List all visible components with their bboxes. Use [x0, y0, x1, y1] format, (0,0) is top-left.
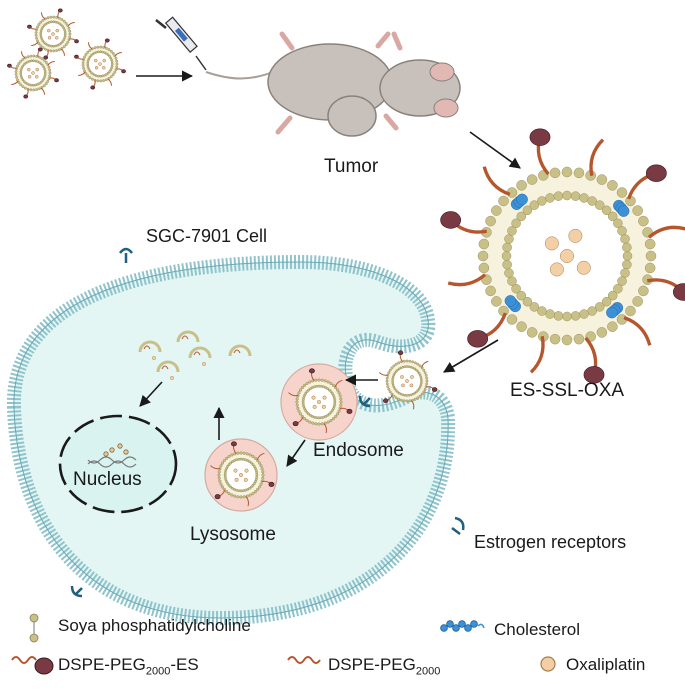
- legend-soya: Soya phosphatidylcholine: [58, 616, 251, 635]
- mouse-icon: [205, 31, 461, 137]
- label-receptors: Estrogen receptors: [474, 532, 627, 552]
- dspe-es-icon: [11, 656, 54, 675]
- liposome-icon: [7, 8, 126, 99]
- label-nucleus: Nucleus: [73, 469, 142, 490]
- liposome-icon: [210, 441, 275, 507]
- label-endosome: Endosome: [313, 440, 404, 461]
- liposome-fragments: [138, 330, 252, 381]
- receptor-icon: [70, 247, 465, 598]
- soya-icon: [29, 613, 39, 643]
- syringe-icon: [155, 16, 207, 71]
- label-liposome: ES-SSL-OXA: [510, 380, 625, 401]
- dna-icon: [87, 456, 137, 468]
- legend-dspe-es: DSPE-PEG2000-ES: [58, 655, 199, 678]
- legend-symbols: [11, 613, 556, 675]
- label-lysosome: Lysosome: [190, 524, 276, 545]
- label-tumor: Tumor: [324, 156, 379, 177]
- arrows: [136, 70, 521, 467]
- nucleus: [58, 414, 178, 514]
- cholesterol-icon: [440, 620, 485, 632]
- liposome-icon: [288, 368, 353, 434]
- liposome-icon: [440, 128, 685, 384]
- legend-cholesterol: Cholesterol: [494, 620, 580, 639]
- label-cell: SGC-7901 Cell: [146, 226, 268, 246]
- liposome-icon: [378, 350, 438, 410]
- legend-dspe: DSPE-PEG2000: [328, 655, 441, 678]
- oxaliplatin-icon: [540, 656, 556, 672]
- legend-oxaliplatin: Oxaliplatin: [566, 655, 646, 674]
- dspe-icon: [287, 656, 321, 664]
